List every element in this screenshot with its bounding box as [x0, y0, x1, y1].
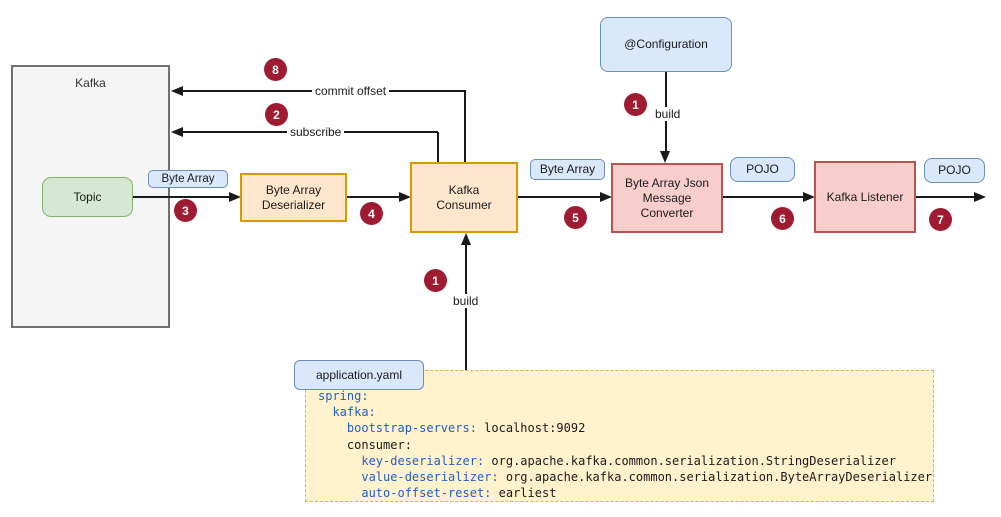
- code-line: auto-offset-reset: earliest: [361, 486, 557, 501]
- message-converter-label: Byte Array Json Message Converter: [624, 175, 710, 220]
- kafka-consumer-label: Kafka Consumer: [436, 182, 492, 212]
- commit-offset-arrowhead: [171, 86, 183, 96]
- application-yaml-filename: application.yaml: [315, 368, 403, 382]
- code-line: value-deserializer: org.apache.kafka.com…: [361, 470, 933, 485]
- application-yaml-tab: application.yaml: [294, 360, 424, 390]
- kafka-listener-node: Kafka Listener: [814, 161, 916, 233]
- configuration-node: @Configuration: [600, 17, 732, 72]
- configuration-build-arrowhead: [660, 151, 670, 163]
- commit-offset-arrow-vertical: [464, 91, 466, 163]
- byte-array-label-right: Byte Array: [530, 159, 605, 180]
- step-badge-3: 3: [174, 199, 197, 222]
- consumer-to-converter-arrow: [518, 196, 601, 198]
- commit-offset-label: commit offset: [312, 84, 390, 98]
- build-label-top: build: [652, 107, 684, 121]
- pojo-label-after-converter: POJO: [730, 157, 795, 182]
- subscribe-arrowhead: [171, 127, 183, 137]
- topic-node: Topic: [42, 177, 133, 217]
- converter-to-listener-arrow: [723, 196, 804, 198]
- kafka-container-label: Kafka: [75, 76, 106, 90]
- listener-output-arrow: [916, 196, 975, 198]
- configuration-label: @Configuration: [624, 37, 708, 51]
- step-badge-2: 2: [265, 103, 288, 126]
- code-line: consumer:: [346, 437, 412, 452]
- message-converter-node: Byte Array Json Message Converter: [611, 163, 723, 233]
- topic-to-deserializer-arrowhead: [229, 192, 241, 202]
- subscribe-arrow-vertical: [437, 132, 439, 163]
- listener-output-arrowhead: [974, 192, 986, 202]
- kafka-listener-label: Kafka Listener: [826, 189, 904, 204]
- subscribe-label: subscribe: [287, 125, 345, 139]
- deserializer-to-consumer-arrowhead: [399, 192, 411, 202]
- converter-to-listener-arrowhead: [803, 192, 815, 202]
- byte-array-label-left: Byte Array: [148, 170, 228, 188]
- yaml-config-panel: [305, 370, 934, 502]
- code-line: key-deserializer: org.apache.kafka.commo…: [361, 453, 896, 468]
- step-badge-6: 6: [771, 207, 794, 230]
- step-badge-8: 8: [264, 58, 287, 81]
- yaml-code-block: spring: kafka:bootstrap-servers: localhos…: [318, 388, 933, 501]
- pojo-label-after-listener: POJO: [924, 158, 985, 183]
- kafka-consumer-node: Kafka Consumer: [410, 162, 518, 233]
- topic-to-deserializer-arrow: [133, 196, 230, 198]
- code-line: kafka:: [332, 405, 376, 420]
- step-badge-7: 7: [929, 208, 952, 231]
- build-label-bottom: build: [450, 294, 482, 308]
- byte-array-deserializer-label: Byte Array Deserializer: [261, 182, 326, 212]
- step-badge-4: 4: [360, 202, 383, 225]
- code-line: spring:: [318, 389, 369, 403]
- step-badge-5: 5: [564, 206, 587, 229]
- step-badge-1-top: 1: [624, 93, 647, 116]
- topic-label: Topic: [73, 189, 102, 204]
- byte-array-deserializer-node: Byte Array Deserializer: [240, 173, 347, 222]
- code-line: bootstrap-servers: localhost:9092: [346, 421, 586, 436]
- deserializer-to-consumer-arrow: [347, 196, 400, 198]
- step-badge-1-bottom: 1: [424, 269, 447, 292]
- consumer-to-converter-arrowhead: [600, 192, 612, 202]
- yaml-build-arrowhead: [461, 233, 471, 245]
